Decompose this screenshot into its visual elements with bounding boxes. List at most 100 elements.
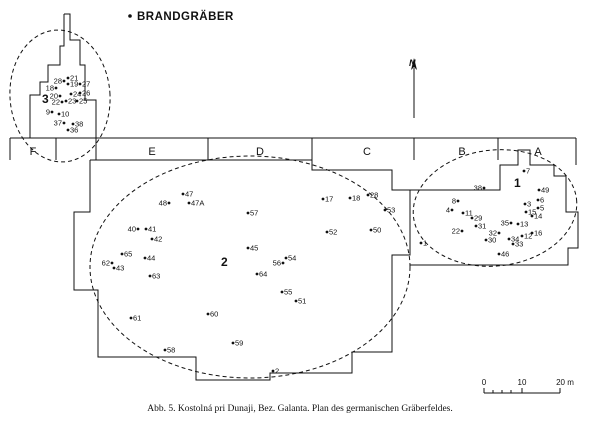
grave-number: 43 <box>116 264 124 273</box>
grave-dot <box>60 100 64 104</box>
grave-marker: 21 <box>66 74 78 83</box>
grave-number: 6 <box>540 196 544 205</box>
grave-marker: 12 <box>520 232 532 241</box>
grave-number: 60 <box>210 310 218 319</box>
grave-number: 47 <box>185 190 193 199</box>
grave-marker: 13 <box>516 220 528 229</box>
grave-dot <box>530 214 534 218</box>
grave-number: 63 <box>152 272 160 281</box>
grave-dot <box>484 238 488 242</box>
grave-marker: 38 <box>474 184 486 193</box>
grave-marker: 55 <box>280 288 292 297</box>
grave-marker: 30 <box>484 236 496 245</box>
grave-number: 37 <box>54 119 62 128</box>
scale-tick-20m: 20 m <box>556 378 574 387</box>
grave-number: 26 <box>82 89 90 98</box>
grave-number: 40 <box>128 225 136 234</box>
grave-marker: 19 <box>66 80 78 89</box>
grave-marker: 16 <box>530 229 542 238</box>
grave-number: 4 <box>446 206 450 215</box>
grave-dot <box>348 196 352 200</box>
grave-number: 58 <box>167 346 175 355</box>
grave-dot <box>255 272 259 276</box>
grave-number: 14 <box>534 212 542 221</box>
grave-number: 57 <box>250 209 258 218</box>
grave-dot <box>537 188 541 192</box>
grave-dot <box>530 231 534 235</box>
grave-dot <box>507 237 511 241</box>
grave-number: 35 <box>501 219 509 228</box>
grave-number: 19 <box>70 80 78 89</box>
grave-dot <box>64 99 68 103</box>
grave-number: 10 <box>61 110 69 119</box>
grave-dot <box>511 242 515 246</box>
grave-number: 48 <box>159 199 167 208</box>
grave-dot <box>497 231 501 235</box>
grave-marker: 1 <box>419 239 427 248</box>
grave-marker: 4 <box>446 206 454 215</box>
main-cemetery-outline <box>73 149 579 381</box>
grave-number: 55 <box>284 288 292 297</box>
zone-2-boundary <box>89 155 411 379</box>
grave-marker: 34 <box>507 235 519 244</box>
zone-label-2: 2 <box>221 255 228 269</box>
grave-dot <box>62 121 66 125</box>
grave-number: 3 <box>527 200 531 209</box>
grave-marker: 18 <box>348 194 360 203</box>
grave-number: 12 <box>524 232 532 241</box>
grave-marker: 9 <box>46 108 54 117</box>
grave-marker: 56 <box>273 259 285 268</box>
grave-number: 56 <box>273 259 281 268</box>
grave-marker: 2 <box>271 367 279 376</box>
grave-dot <box>75 99 79 103</box>
grave-number: 34 <box>511 235 519 244</box>
grave-marker: 36 <box>66 126 78 135</box>
grave-dot <box>58 94 62 98</box>
grave-dot <box>57 112 61 116</box>
grave-dot <box>181 192 185 196</box>
grave-marker: 35 <box>501 219 513 228</box>
grave-marker: 28 <box>366 191 378 200</box>
grave-number: 62 <box>102 259 110 268</box>
grave-marker: 52 <box>325 228 337 237</box>
grave-marker: 38 <box>71 120 83 129</box>
grave-marker: 23 <box>64 97 76 106</box>
grave-number: 18 <box>46 84 54 93</box>
grave-dot <box>450 208 454 212</box>
north-arrow: N <box>409 58 417 118</box>
grave-marker: 28 <box>54 77 66 86</box>
grave-dot <box>520 234 524 238</box>
grave-dot <box>54 86 58 90</box>
grave-dot <box>66 76 70 80</box>
grave-marker: 41 <box>144 225 156 234</box>
grave-marker: 25 <box>75 97 87 106</box>
grave-number: 24 <box>73 90 81 99</box>
grave-marker: 49 <box>537 186 549 195</box>
grave-dot <box>321 197 325 201</box>
grave-number: 49 <box>541 186 549 195</box>
grave-number: 45 <box>250 244 258 253</box>
grave-dot <box>144 227 148 231</box>
scale-labels: 0 10 20 m <box>482 378 574 387</box>
grave-dot <box>150 237 154 241</box>
grave-marker: 14 <box>530 212 542 221</box>
grave-number: 2 <box>275 367 279 376</box>
zone-label-3: 3 <box>42 92 49 106</box>
grave-number: 1 <box>423 239 427 248</box>
grave-dot <box>271 369 275 373</box>
grave-dot <box>461 211 465 215</box>
grave-marker: 24 <box>69 90 81 99</box>
grave-number: 42 <box>154 235 162 244</box>
grave-marker: 31 <box>474 222 486 231</box>
grave-dot <box>66 128 70 132</box>
grave-number: 8 <box>452 197 456 206</box>
grave-number: 46 <box>501 250 509 259</box>
grave-marker: 40 <box>128 225 140 234</box>
grave-marker: 42 <box>150 235 162 244</box>
grave-number: 17 <box>325 195 333 204</box>
grave-number: 18 <box>352 194 360 203</box>
grave-number: 31 <box>478 222 486 231</box>
grave-number: 38 <box>474 184 482 193</box>
grave-number: 27 <box>82 80 90 89</box>
grave-dot <box>369 228 373 232</box>
